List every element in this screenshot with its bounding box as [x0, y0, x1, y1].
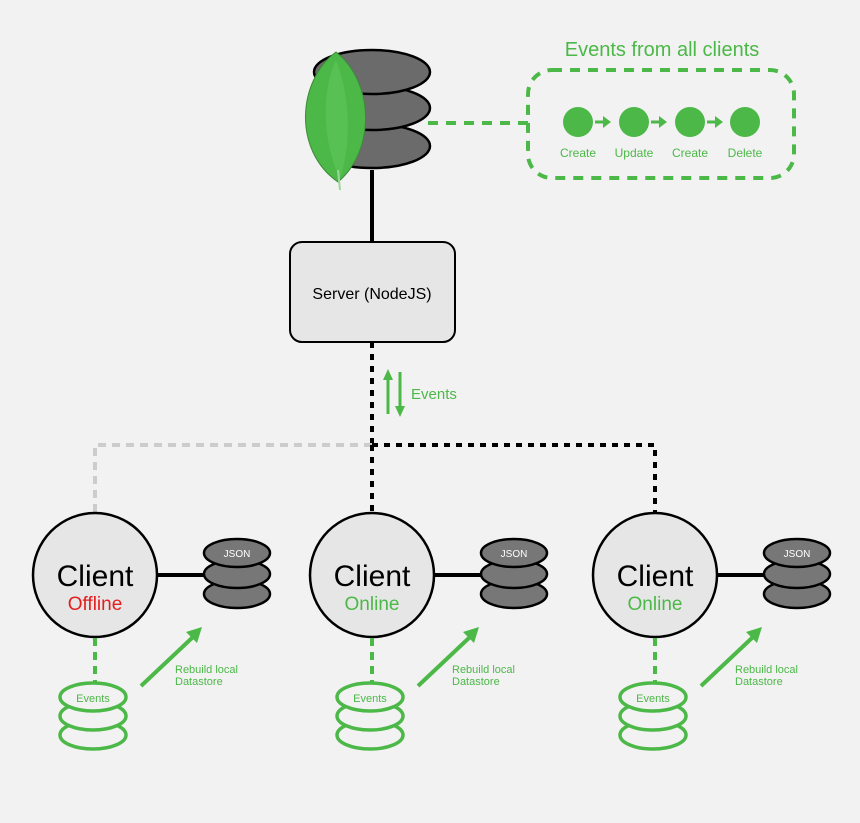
event-step: Update — [615, 107, 654, 160]
client-circle — [591, 511, 719, 639]
client-status: Offline — [68, 594, 123, 615]
offline-branch-link — [93, 443, 372, 512]
rebuild-label: Datastore — [452, 676, 500, 688]
event-step-label: Create — [560, 146, 596, 160]
local-datastore-icon: JSON — [762, 537, 832, 610]
datastore-label: JSON — [501, 549, 528, 560]
client-title: Client — [57, 560, 134, 593]
event-step: Create — [560, 107, 596, 160]
rebuild-label: Rebuild local — [175, 664, 238, 676]
datastore-label: JSON — [224, 549, 251, 560]
mongodb-database — [305, 48, 432, 242]
arrow-right-icon — [651, 116, 667, 128]
event-dot — [563, 107, 593, 137]
event-step-label: Delete — [728, 146, 763, 160]
client-circle — [308, 511, 436, 639]
local-datastore-icon: JSON — [202, 537, 272, 610]
online-branch-link — [372, 443, 657, 512]
client-status: Online — [345, 594, 400, 615]
arrow-right-icon — [707, 116, 723, 128]
rebuild-arrow-icon — [699, 627, 762, 688]
rebuild-label: Rebuild local — [452, 664, 515, 676]
events-store-icon: Events — [58, 681, 128, 751]
arrow-right-icon — [595, 116, 611, 128]
event-dot — [619, 107, 649, 137]
sync-label: Events — [411, 386, 457, 403]
event-step: Create — [672, 107, 708, 160]
up-arrow-icon — [383, 369, 393, 414]
event-dot — [675, 107, 705, 137]
events-store-label: Events — [76, 693, 110, 705]
events-store-icon: Events — [335, 681, 405, 751]
sync-events-indicator: Events — [383, 369, 457, 417]
event-step-label: Create — [672, 146, 708, 160]
client-circle — [31, 511, 159, 639]
rebuild-arrow-icon — [416, 627, 479, 688]
mongodb-leaf-icon — [305, 51, 366, 191]
client-status: Online — [628, 594, 683, 615]
event-dot — [730, 107, 760, 137]
local-datastore-icon: JSON — [479, 537, 549, 610]
down-arrow-icon — [395, 372, 405, 417]
datastore-label: JSON — [784, 549, 811, 560]
events-store-icon: Events — [618, 681, 688, 751]
server-node: Server (NodeJS) — [289, 241, 456, 343]
event-steps: Create Update Create Delete — [560, 107, 763, 160]
server-label: Server (NodeJS) — [312, 286, 431, 303]
rebuild-label: Datastore — [175, 676, 223, 688]
client-title: Client — [334, 560, 411, 593]
client-title: Client — [617, 560, 694, 593]
event-log-title: Events from all clients — [565, 39, 760, 61]
rebuild-label: Datastore — [735, 676, 783, 688]
rebuild-arrow-icon — [139, 627, 202, 688]
event-step-label: Update — [615, 146, 654, 160]
event-step: Delete — [728, 107, 763, 160]
rebuild-label: Rebuild local — [735, 664, 798, 676]
events-store-label: Events — [353, 693, 387, 705]
events-store-label: Events — [636, 693, 670, 705]
